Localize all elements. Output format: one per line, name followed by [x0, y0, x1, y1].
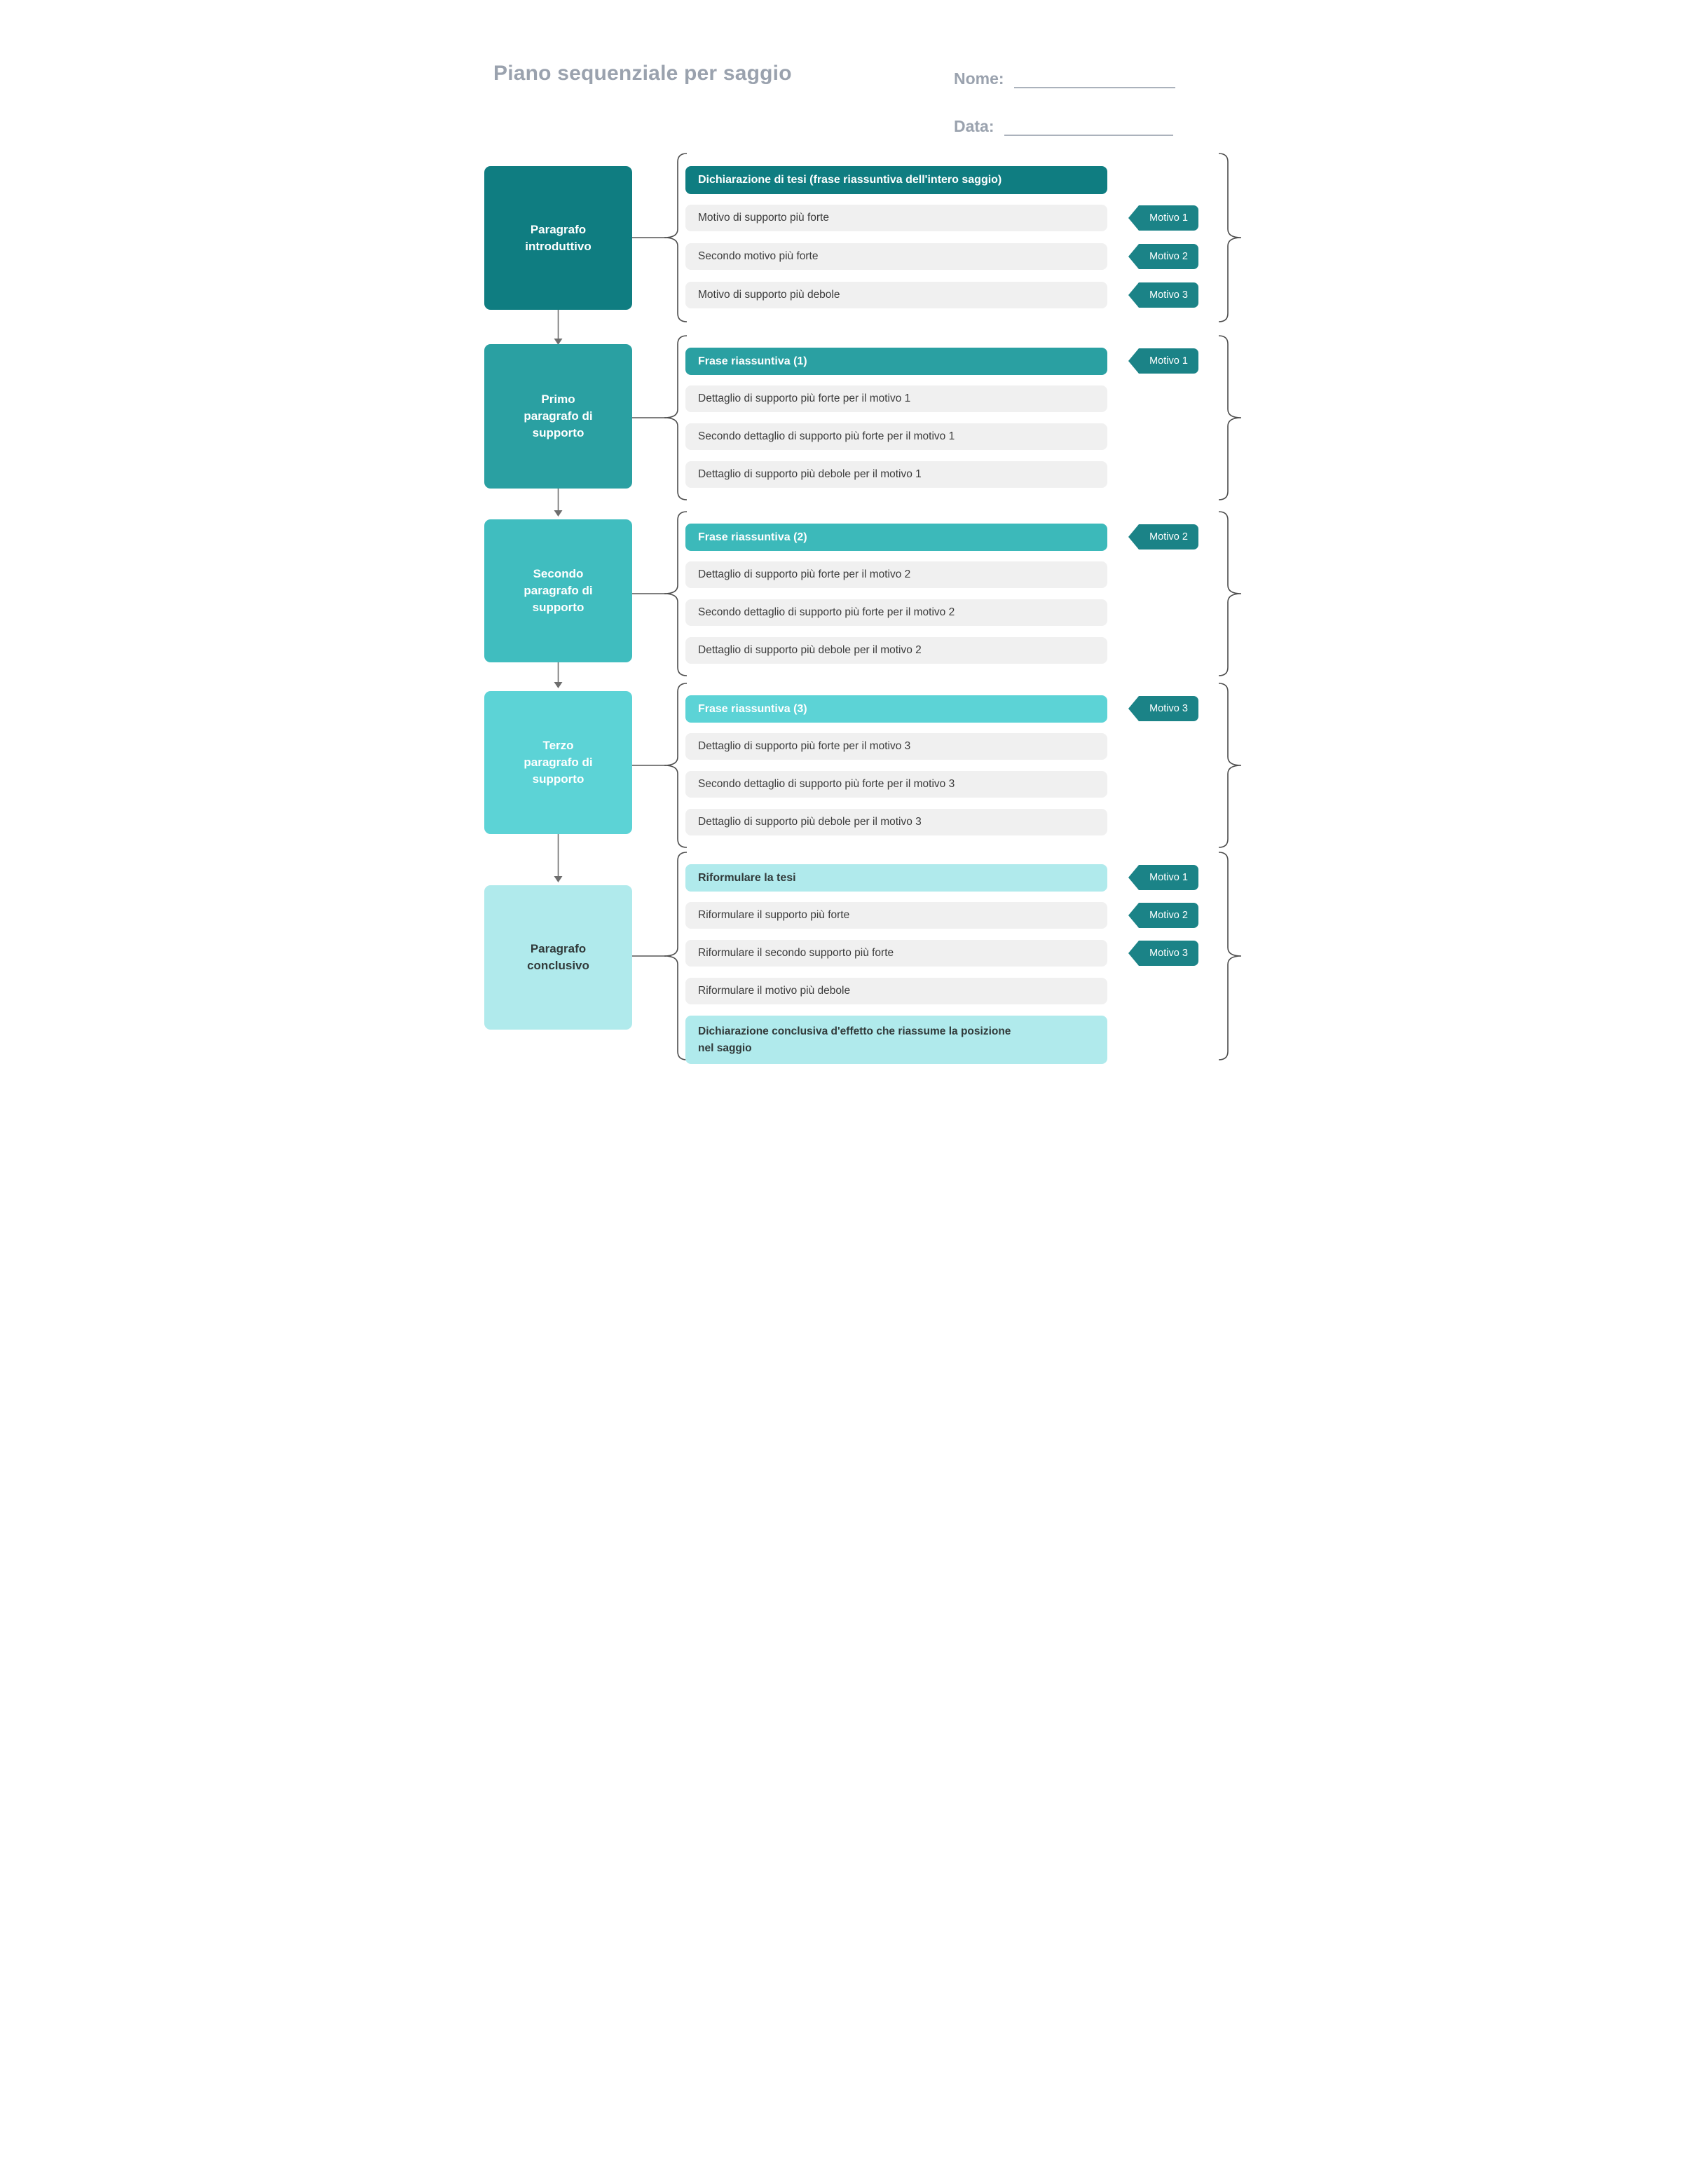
flow-box-label: Paragrafo introduttivo: [525, 222, 592, 253]
flow-box-primo-paragrafo: Primo paragrafo di supporto: [484, 344, 632, 489]
group-4-row-3: Dettaglio di supporto più debole per il …: [685, 809, 1107, 835]
group-3-row-3: Dettaglio di supporto più debole per il …: [685, 637, 1107, 664]
flow-arrow-icon: [554, 662, 563, 688]
group-2-header: Frase riassuntiva (1): [685, 348, 1107, 375]
flow-box-paragrafo-conclusivo: Paragrafo conclusivo: [484, 885, 632, 1030]
motivo-2-tag: Motivo 2: [1128, 903, 1198, 928]
tag-label: Motivo 2: [1139, 524, 1198, 550]
group-5-row-2: Riformulare il secondo supporto più fort…: [685, 940, 1107, 967]
tag-arrow-point-icon: [1128, 696, 1139, 721]
group-2-row-3: Dettaglio di supporto più debole per il …: [685, 461, 1107, 488]
tag-label: Motivo 3: [1139, 941, 1198, 966]
flow-arrow-icon: [554, 489, 563, 517]
group-2-row-2: Secondo dettaglio di supporto più forte …: [685, 423, 1107, 450]
group-5-row-1: Riformulare il supporto più forte: [685, 902, 1107, 929]
group-5-header: Riformulare la tesi: [685, 864, 1107, 892]
tag-label: Motivo 2: [1139, 903, 1198, 928]
group-5-row-3: Riformulare il motivo più debole: [685, 978, 1107, 1004]
tag-label: Motivo 3: [1139, 696, 1198, 721]
group-2-row-1: Dettaglio di supporto più forte per il m…: [685, 385, 1107, 412]
flow-box-terzo-paragrafo: Terzo paragrafo di supporto: [484, 691, 632, 834]
group-5-final-statement: Dichiarazione conclusiva d'effetto che r…: [685, 1016, 1107, 1064]
tag-arrow-point-icon: [1128, 244, 1139, 269]
motivo-3-tag: Motivo 3: [1128, 941, 1198, 966]
flow-arrow-icon: [554, 834, 563, 882]
group-1-row-1: Motivo di supporto più forte: [685, 205, 1107, 231]
group-4-header: Frase riassuntiva (3): [685, 695, 1107, 723]
motivo-2-tag: Motivo 2: [1128, 524, 1198, 550]
date-field: Data:: [954, 115, 1173, 136]
tag-arrow-point-icon: [1128, 865, 1139, 890]
group-3-header: Frase riassuntiva (2): [685, 524, 1107, 551]
tag-arrow-point-icon: [1128, 282, 1139, 308]
group-4-row-2: Secondo dettaglio di supporto più forte …: [685, 771, 1107, 798]
name-field: Nome:: [954, 67, 1175, 88]
tag-label: Motivo 1: [1139, 348, 1198, 374]
flow-box-label: Terzo paragrafo di supporto: [524, 739, 593, 786]
tag-arrow-point-icon: [1128, 941, 1139, 966]
flow-box-secondo-paragrafo: Secondo paragrafo di supporto: [484, 519, 632, 662]
flow-box-label: Secondo paragrafo di supporto: [524, 567, 593, 614]
flow-box-paragrafo-introduttivo: Paragrafo introduttivo: [484, 166, 632, 310]
motivo-1-tag: Motivo 1: [1128, 205, 1198, 231]
tag-label: Motivo 3: [1139, 282, 1198, 308]
date-label: Data:: [954, 117, 994, 135]
group-3-row-1: Dettaglio di supporto più forte per il m…: [685, 561, 1107, 588]
name-blank-line: [1013, 67, 1175, 88]
group-3-row-2: Secondo dettaglio di supporto più forte …: [685, 599, 1107, 626]
motivo-2-tag: Motivo 2: [1128, 244, 1198, 269]
name-label: Nome:: [954, 69, 1004, 88]
worksheet-page: Piano sequenziale per saggio Nome: Data:: [420, 0, 1262, 1092]
page-title: Piano sequenziale per saggio: [493, 62, 792, 85]
tag-arrow-point-icon: [1128, 903, 1139, 928]
tag-label: Motivo 2: [1139, 244, 1198, 269]
motivo-3-tag: Motivo 3: [1128, 282, 1198, 308]
tag-arrow-point-icon: [1128, 524, 1139, 550]
date-blank-line: [1004, 115, 1173, 136]
box-brace-connector: [632, 237, 666, 957]
brace-right-icon: [1218, 153, 1242, 1060]
flow-arrow-icon: [554, 310, 563, 345]
tag-arrow-point-icon: [1128, 348, 1139, 374]
tag-label: Motivo 1: [1139, 205, 1198, 231]
motivo-3-tag: Motivo 3: [1128, 696, 1198, 721]
motivo-1-tag: Motivo 1: [1128, 865, 1198, 890]
motivo-1-tag: Motivo 1: [1128, 348, 1198, 374]
group-1-row-2: Secondo motivo più forte: [685, 243, 1107, 270]
group-1-header: Dichiarazione di tesi (frase riassuntiva…: [685, 166, 1107, 194]
group-1-row-3: Motivo di supporto più debole: [685, 282, 1107, 308]
flow-box-label: Primo paragrafo di supporto: [524, 393, 593, 439]
flow-box-label: Paragrafo conclusivo: [527, 942, 589, 972]
brace-left-icon: [664, 153, 688, 1060]
group-4-row-1: Dettaglio di supporto più forte per il m…: [685, 733, 1107, 760]
tag-label: Motivo 1: [1139, 865, 1198, 890]
tag-arrow-point-icon: [1128, 205, 1139, 231]
